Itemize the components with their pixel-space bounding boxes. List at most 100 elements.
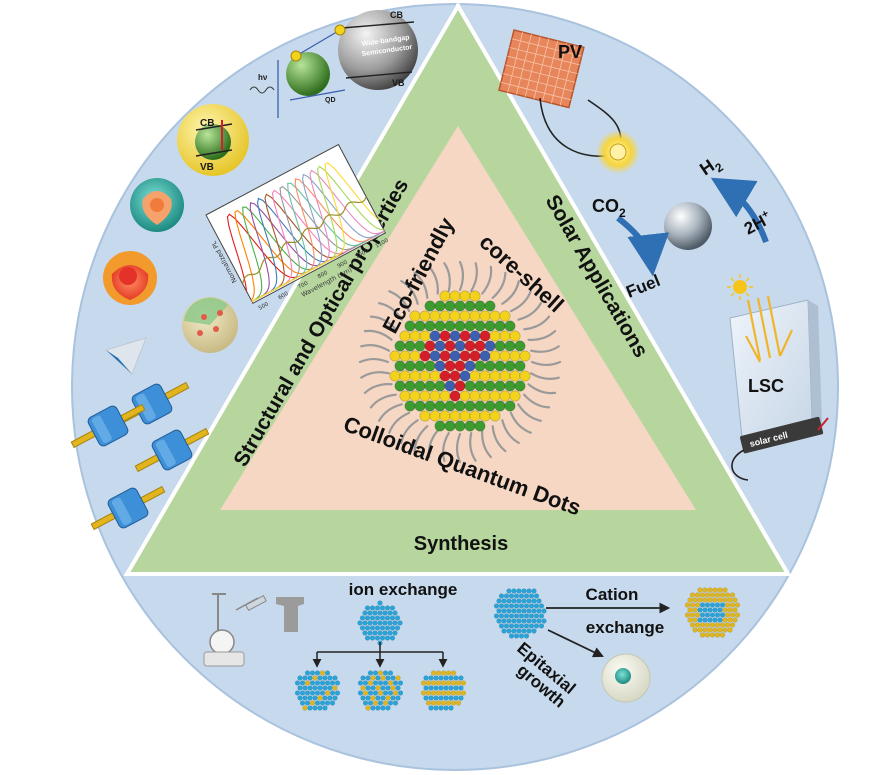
nanocrystal-atom [450, 700, 457, 706]
ligand [530, 372, 560, 380]
nanocrystal-atom [428, 705, 434, 711]
sun-icon [727, 274, 753, 300]
nanocrystal-atom [687, 597, 693, 603]
atom [474, 400, 486, 412]
nanocrystal-atom [533, 603, 540, 609]
nanocrystal-atom [307, 695, 313, 701]
nanorod-icons [70, 381, 210, 531]
nanocrystal-atom [369, 605, 376, 611]
nanocrystal-atom [304, 690, 311, 696]
nanocrystal-atom [362, 620, 368, 626]
nanorod-icon [90, 485, 166, 531]
nanocrystal-atom [430, 690, 437, 696]
nanocrystal-atom [498, 623, 505, 629]
ligand [523, 393, 551, 409]
nanocrystal-atom [729, 592, 736, 598]
nanocrystal-atom [498, 593, 505, 599]
nanocrystal-atom [329, 690, 336, 696]
nanocrystal-atom [541, 618, 547, 624]
vb-small-label: VB [200, 162, 214, 173]
tetrapod-icon [105, 337, 147, 375]
nanocrystal-atom [521, 628, 527, 634]
atom [489, 370, 501, 382]
nanocrystal-atom [526, 628, 532, 634]
nanocrystal-atom [392, 680, 399, 686]
nanocrystal-atom [397, 680, 404, 686]
nanocrystal-atom [458, 675, 464, 681]
nanocrystal-atom [714, 602, 721, 608]
nanocrystal-atom [440, 670, 447, 676]
ligand [481, 265, 493, 295]
ligand [509, 411, 532, 434]
nanocrystal-atom [722, 627, 728, 633]
nanocrystal-atom [374, 625, 381, 631]
nanocrystal-atom [704, 592, 711, 598]
nanocrystal-atom [732, 607, 738, 613]
nanocrystal-atom [528, 623, 535, 629]
nanocrystal-atom [498, 603, 505, 609]
nanocrystal-atom [332, 695, 338, 701]
atom [459, 370, 471, 382]
nanocrystal-atom [377, 700, 384, 706]
ligand [369, 393, 397, 409]
nanocrystal-atom [526, 588, 532, 594]
nanocrystal-atom [445, 680, 452, 686]
nanocrystal-atom [709, 622, 716, 628]
ligand [363, 329, 393, 341]
nanocrystal-atom [448, 695, 454, 701]
nanocrystal-atom [460, 690, 467, 696]
atom [479, 410, 491, 422]
nanocrystal-atom [528, 603, 535, 609]
atom [474, 300, 486, 312]
atom [469, 390, 481, 402]
nanocrystal-atom [493, 613, 500, 619]
nanocrystal-atom [692, 597, 698, 603]
atom [474, 340, 486, 352]
atom [464, 420, 476, 432]
nanocrystal-atom [304, 700, 311, 706]
ligand [501, 279, 520, 305]
nanocrystal-atom [377, 680, 384, 686]
atom [449, 370, 461, 382]
nanocrystal-atom [719, 612, 726, 618]
nanocrystal-atom [458, 695, 464, 701]
nanocrystal-atom [526, 618, 532, 624]
nanocrystal-atom [394, 615, 401, 621]
nanocrystal-atom [307, 685, 313, 691]
nanocrystal-atom [377, 630, 383, 636]
pl-tick-label: 600 [277, 291, 290, 301]
atom [454, 340, 466, 352]
nanocrystal-atom [374, 635, 381, 641]
solar-cell-icon: solar cell [740, 416, 824, 454]
atom [434, 420, 446, 432]
atom [444, 380, 456, 392]
atom [489, 330, 501, 342]
nanocrystal-atom [314, 690, 321, 696]
ligand [388, 290, 411, 313]
atom [469, 290, 481, 302]
nanocrystal-atom [523, 613, 530, 619]
nanocrystal-atom [692, 627, 698, 633]
nanocrystal-atom [435, 670, 442, 676]
nanocrystal-atom [394, 625, 401, 631]
cutaway-sphere-cyan-icon [130, 178, 184, 232]
nanocrystal-atom [377, 670, 384, 676]
nanocrystal-atom [714, 632, 721, 638]
pl-curve [251, 162, 379, 303]
atom [429, 310, 441, 322]
nanocrystal-atom [309, 670, 316, 676]
nanocrystal-atom [445, 670, 452, 676]
nanocrystal-atom [433, 705, 439, 711]
solar-cell-wire [731, 449, 749, 481]
catalyst-sphere-icon [664, 202, 712, 250]
atom [509, 390, 521, 402]
nanocrystal-atom [294, 690, 301, 696]
nanocrystal-atom [531, 628, 537, 634]
nanocrystal-atom [538, 623, 545, 629]
nanocrystal-atom [689, 622, 696, 628]
nanocrystal-atom [734, 602, 741, 608]
nanocrystal-atom [709, 632, 716, 638]
nanocrystal-atom [717, 627, 723, 633]
nanocrystal-atom [513, 603, 520, 609]
nanocrystal-atom [314, 700, 321, 706]
